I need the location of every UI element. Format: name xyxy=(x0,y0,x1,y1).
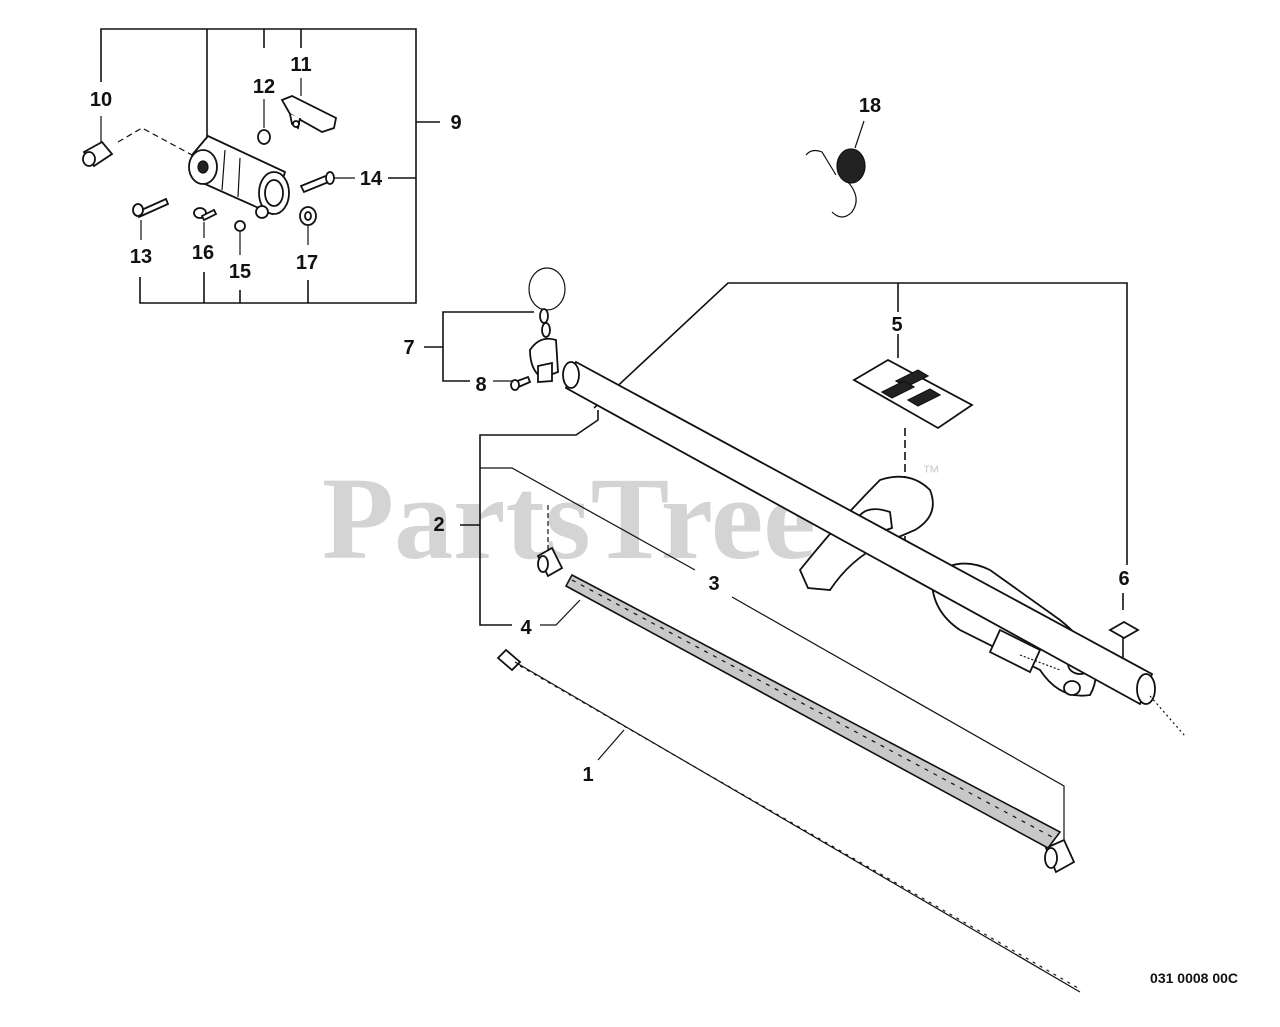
callout-13[interactable]: 13 xyxy=(130,246,152,268)
part-12-washer xyxy=(257,129,271,145)
callout-15[interactable]: 15 xyxy=(229,261,251,283)
callout-8[interactable]: 8 xyxy=(475,374,486,396)
callout-9[interactable]: 9 xyxy=(450,112,461,134)
part-10-fitting xyxy=(82,140,114,168)
callout-7[interactable]: 7 xyxy=(403,337,414,359)
callout-6[interactable]: 6 xyxy=(1118,568,1129,590)
group-5-bracket xyxy=(460,282,1128,682)
callout-labels: 1 2 3 4 5 6 7 8 9 10 11 12 13 14 15 16 1… xyxy=(90,54,1130,786)
part-15-nut xyxy=(234,220,246,232)
callout-1[interactable]: 1 xyxy=(582,764,593,786)
part-18-spring xyxy=(805,120,866,218)
callout-11[interactable]: 11 xyxy=(290,54,311,76)
part-5-label xyxy=(852,358,974,430)
main-shaft-tube xyxy=(562,360,1186,737)
callout-4[interactable]: 4 xyxy=(520,617,532,639)
part-14-bolt xyxy=(299,171,335,194)
callout-17[interactable]: 17 xyxy=(296,252,318,274)
part-6-tag xyxy=(1108,620,1140,640)
shaft-housing xyxy=(188,134,290,219)
callout-16[interactable]: 16 xyxy=(192,242,214,264)
callout-5[interactable]: 5 xyxy=(891,314,902,336)
callout-18[interactable]: 18 xyxy=(859,95,881,117)
callout-3[interactable]: 3 xyxy=(708,573,719,595)
group-9-bracket xyxy=(100,28,440,304)
part-13-screw xyxy=(132,197,170,219)
part-7-hanger xyxy=(528,267,566,383)
callout-14[interactable]: 14 xyxy=(360,168,383,190)
drawing-code: 031 0008 00C xyxy=(1150,970,1238,986)
part-4-liner xyxy=(540,573,1062,850)
callout-12[interactable]: 12 xyxy=(253,76,275,98)
part-17-washer xyxy=(299,206,317,226)
callout-2[interactable]: 2 xyxy=(433,514,444,536)
callout-10[interactable]: 10 xyxy=(90,89,112,111)
group-7-bracket xyxy=(424,311,534,382)
part-11-knob xyxy=(280,95,338,133)
part-3-leader xyxy=(480,467,1065,840)
part-16-screw xyxy=(193,207,218,222)
watermark-trademark: ™ xyxy=(922,462,940,482)
part-3-bushing xyxy=(536,546,1076,874)
part-8-screw xyxy=(510,375,532,391)
part-1-drive-shaft xyxy=(496,648,1081,993)
